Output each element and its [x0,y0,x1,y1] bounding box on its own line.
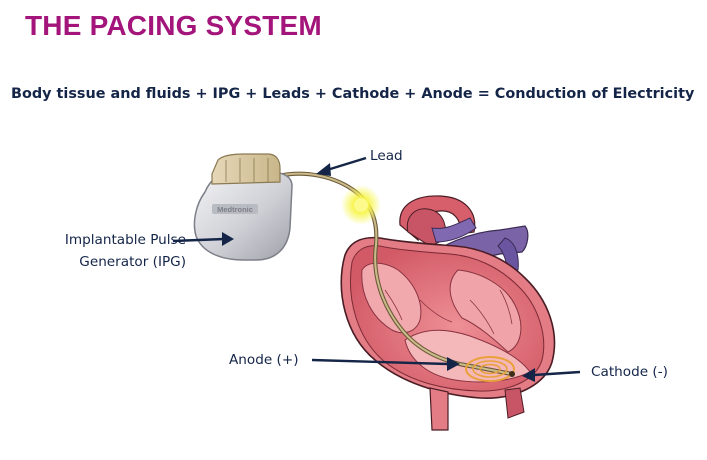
pacing-lead-wire [275,171,515,377]
ipg-label-line1: Implantable Pulse [64,232,186,248]
equation-subtitle: Body tissue and fluids + IPG + Leads + C… [11,86,695,102]
cathode-arrowhead [522,368,535,382]
anode-label: Anode (+) [229,352,299,368]
anode-arrowhead [447,357,460,371]
ipg-arrow [172,237,225,243]
venous-entry-point [354,198,368,212]
ipg-brand-plate [212,204,258,214]
ipg-arrowhead [222,232,234,246]
page-title: THE PACING SYSTEM [25,10,322,41]
ipg-label: Implantable Pulse Generator (IPG) [31,229,186,273]
lead-label: Lead [370,148,403,164]
inferior-vena-cava [429,387,449,431]
descending-vessel [504,387,525,419]
ipg-label-line2: Generator (IPG) [79,254,186,270]
electrode-tip-rings [465,356,515,382]
ipg-device: Medtronic [193,153,293,261]
ipg-connector-header [211,153,281,185]
pulmonary-artery [431,217,477,243]
lead-arrowhead [316,163,331,176]
lead-arrow [326,156,367,172]
left-ventricle [449,269,522,353]
anode-arrow [311,358,449,366]
heart-illustration [340,195,556,431]
cathode-label: Cathode (-) [591,364,668,380]
cathode-tip [509,371,515,377]
annotation-arrows [172,156,581,382]
ipg-brand-logo: Medtronic [217,205,253,214]
cathode-arrow [533,370,581,377]
